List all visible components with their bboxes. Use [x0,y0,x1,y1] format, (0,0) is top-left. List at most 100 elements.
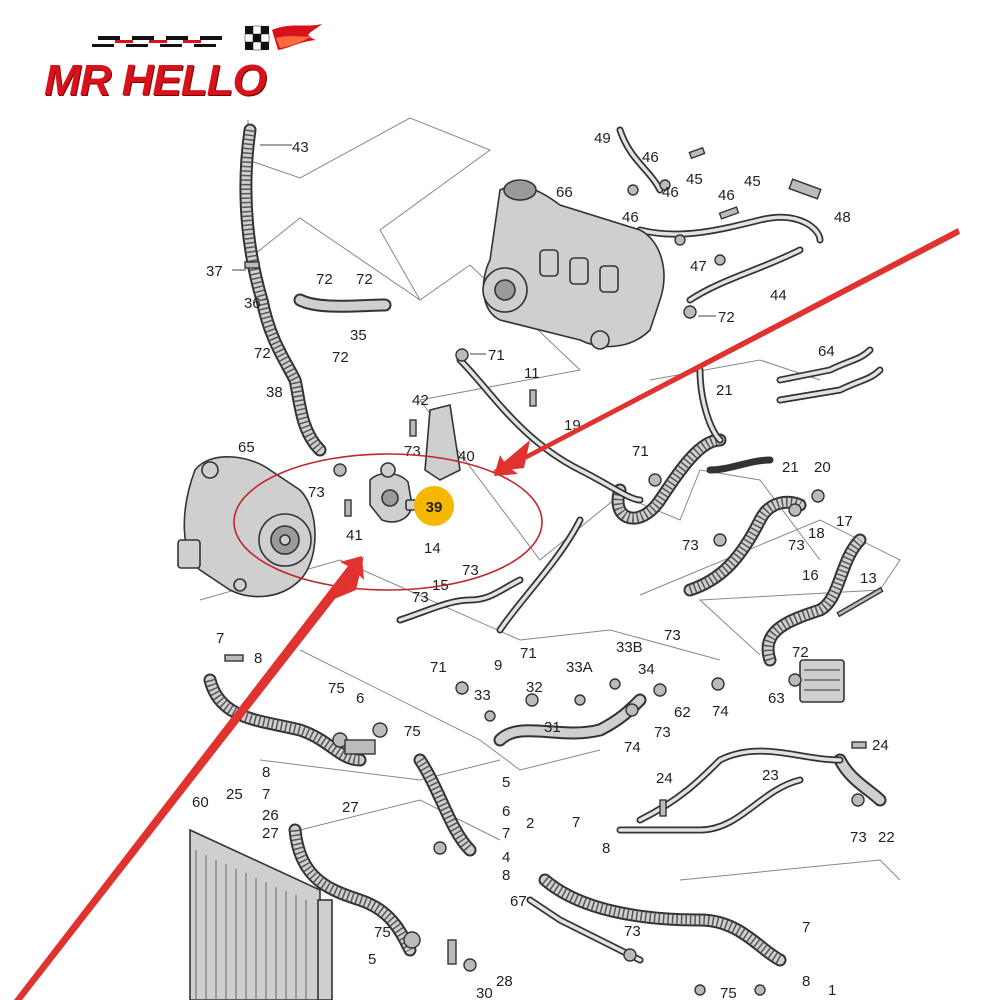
callout-28: 28 [496,973,513,990]
callout-33A: 33A [566,659,593,676]
callout-34: 34 [638,661,655,678]
highlight-ring [233,453,543,591]
callout-64: 64 [818,343,835,360]
callout-45b: 45 [744,173,761,190]
part-number-callouts: 43 49 46 46 45 66 46 45 46 48 47 44 72 3… [192,130,895,1000]
callout-73j: 73 [624,923,641,940]
part-39-label: 39 [426,499,443,516]
callout-73b: 73 [308,484,325,501]
callout-8e: 8 [802,973,810,990]
callout-24a: 24 [872,737,889,754]
callout-5a: 5 [502,774,510,791]
callout-48: 48 [834,209,851,226]
callout-40: 40 [458,448,475,465]
callout-7d: 7 [572,814,580,831]
checkered-flag-flame-icon [92,24,322,51]
callout-73g: 73 [664,627,681,644]
arrow-from-top-right-head [492,440,530,472]
callout-32: 32 [526,679,543,696]
callout-33: 33 [474,687,491,704]
callout-23: 23 [762,767,779,784]
callout-71c: 71 [520,645,537,662]
brand-logo: MR HELLO [40,20,340,105]
callout-71a: 71 [488,347,505,364]
callout-5b: 5 [368,951,376,968]
callout-22: 22 [878,829,895,846]
part-39-badge [414,486,454,526]
oil-cooler [799,659,845,703]
callout-60: 60 [192,794,209,811]
callout-18: 18 [808,525,825,542]
callout-75a: 75 [328,680,345,697]
callout-72e: 72 [332,349,349,366]
callout-46c: 46 [622,209,639,226]
callout-16: 16 [802,567,819,584]
callout-7a: 7 [216,630,224,647]
callout-21a: 21 [716,382,733,399]
callout-45a: 45 [686,171,703,188]
callout-71b: 71 [632,443,649,460]
callout-8a: 8 [254,650,262,667]
arrow-from-bottom-left [14,556,364,1000]
highlight-badge: 39 [414,486,454,526]
callout-30: 30 [476,985,493,1000]
callout-72d: 72 [254,345,271,362]
turbocharger-manifold [482,179,665,350]
callout-27a: 27 [262,825,279,842]
callout-27b: 27 [342,799,359,816]
brand-name: MR HELLO [44,56,267,105]
callout-38: 38 [266,384,283,401]
callout-7e: 7 [802,919,810,936]
callout-8b: 8 [262,764,270,781]
callout-17: 17 [836,513,853,530]
callout-73c: 73 [682,537,699,554]
callout-25: 25 [226,786,243,803]
pointer-arrows [14,228,960,1000]
arrow-from-top-right [494,228,960,476]
callout-9: 9 [494,657,502,674]
callout-11: 11 [524,365,540,382]
callout-49: 49 [594,130,611,147]
callout-37: 37 [206,263,223,280]
coolant-pipes [396,126,884,964]
callout-74a: 74 [712,703,729,720]
arrow-from-bottom-left-head [332,556,364,600]
coolant-hoses [203,123,887,967]
auxiliary-water-pump [369,404,461,523]
callout-6a: 6 [356,690,364,707]
callout-44: 44 [770,287,787,304]
callout-42: 42 [412,392,429,409]
callout-67: 67 [510,893,527,910]
callout-8d: 8 [602,840,610,857]
callout-63: 63 [768,690,785,707]
callout-36: 36 [244,295,261,312]
callout-6b: 6 [502,803,510,820]
callout-7b: 7 [262,786,270,803]
callout-46d: 46 [718,187,735,204]
callout-33B: 33B [616,639,643,656]
callout-20: 20 [814,459,831,476]
callout-73i: 73 [850,829,867,846]
callout-75b: 75 [404,723,421,740]
callout-66: 66 [556,184,573,201]
callout-46b: 46 [662,184,679,201]
callout-72b: 72 [316,271,333,288]
callout-35: 35 [350,327,367,344]
callout-4: 4 [502,849,510,866]
callout-72c: 72 [356,271,373,288]
callout-31: 31 [544,719,561,736]
callout-47: 47 [690,258,707,275]
callout-73a: 73 [404,443,421,460]
callout-24b: 24 [656,770,673,787]
callout-62: 62 [674,704,691,721]
callout-75d: 75 [720,985,737,1000]
callout-73f: 73 [412,589,429,606]
callout-21b: 21 [782,459,799,476]
callout-74b: 74 [624,739,641,756]
callout-26: 26 [262,807,279,824]
water-pump-housing [177,456,316,598]
callout-73d: 73 [788,537,805,554]
callout-73h: 73 [654,724,671,741]
